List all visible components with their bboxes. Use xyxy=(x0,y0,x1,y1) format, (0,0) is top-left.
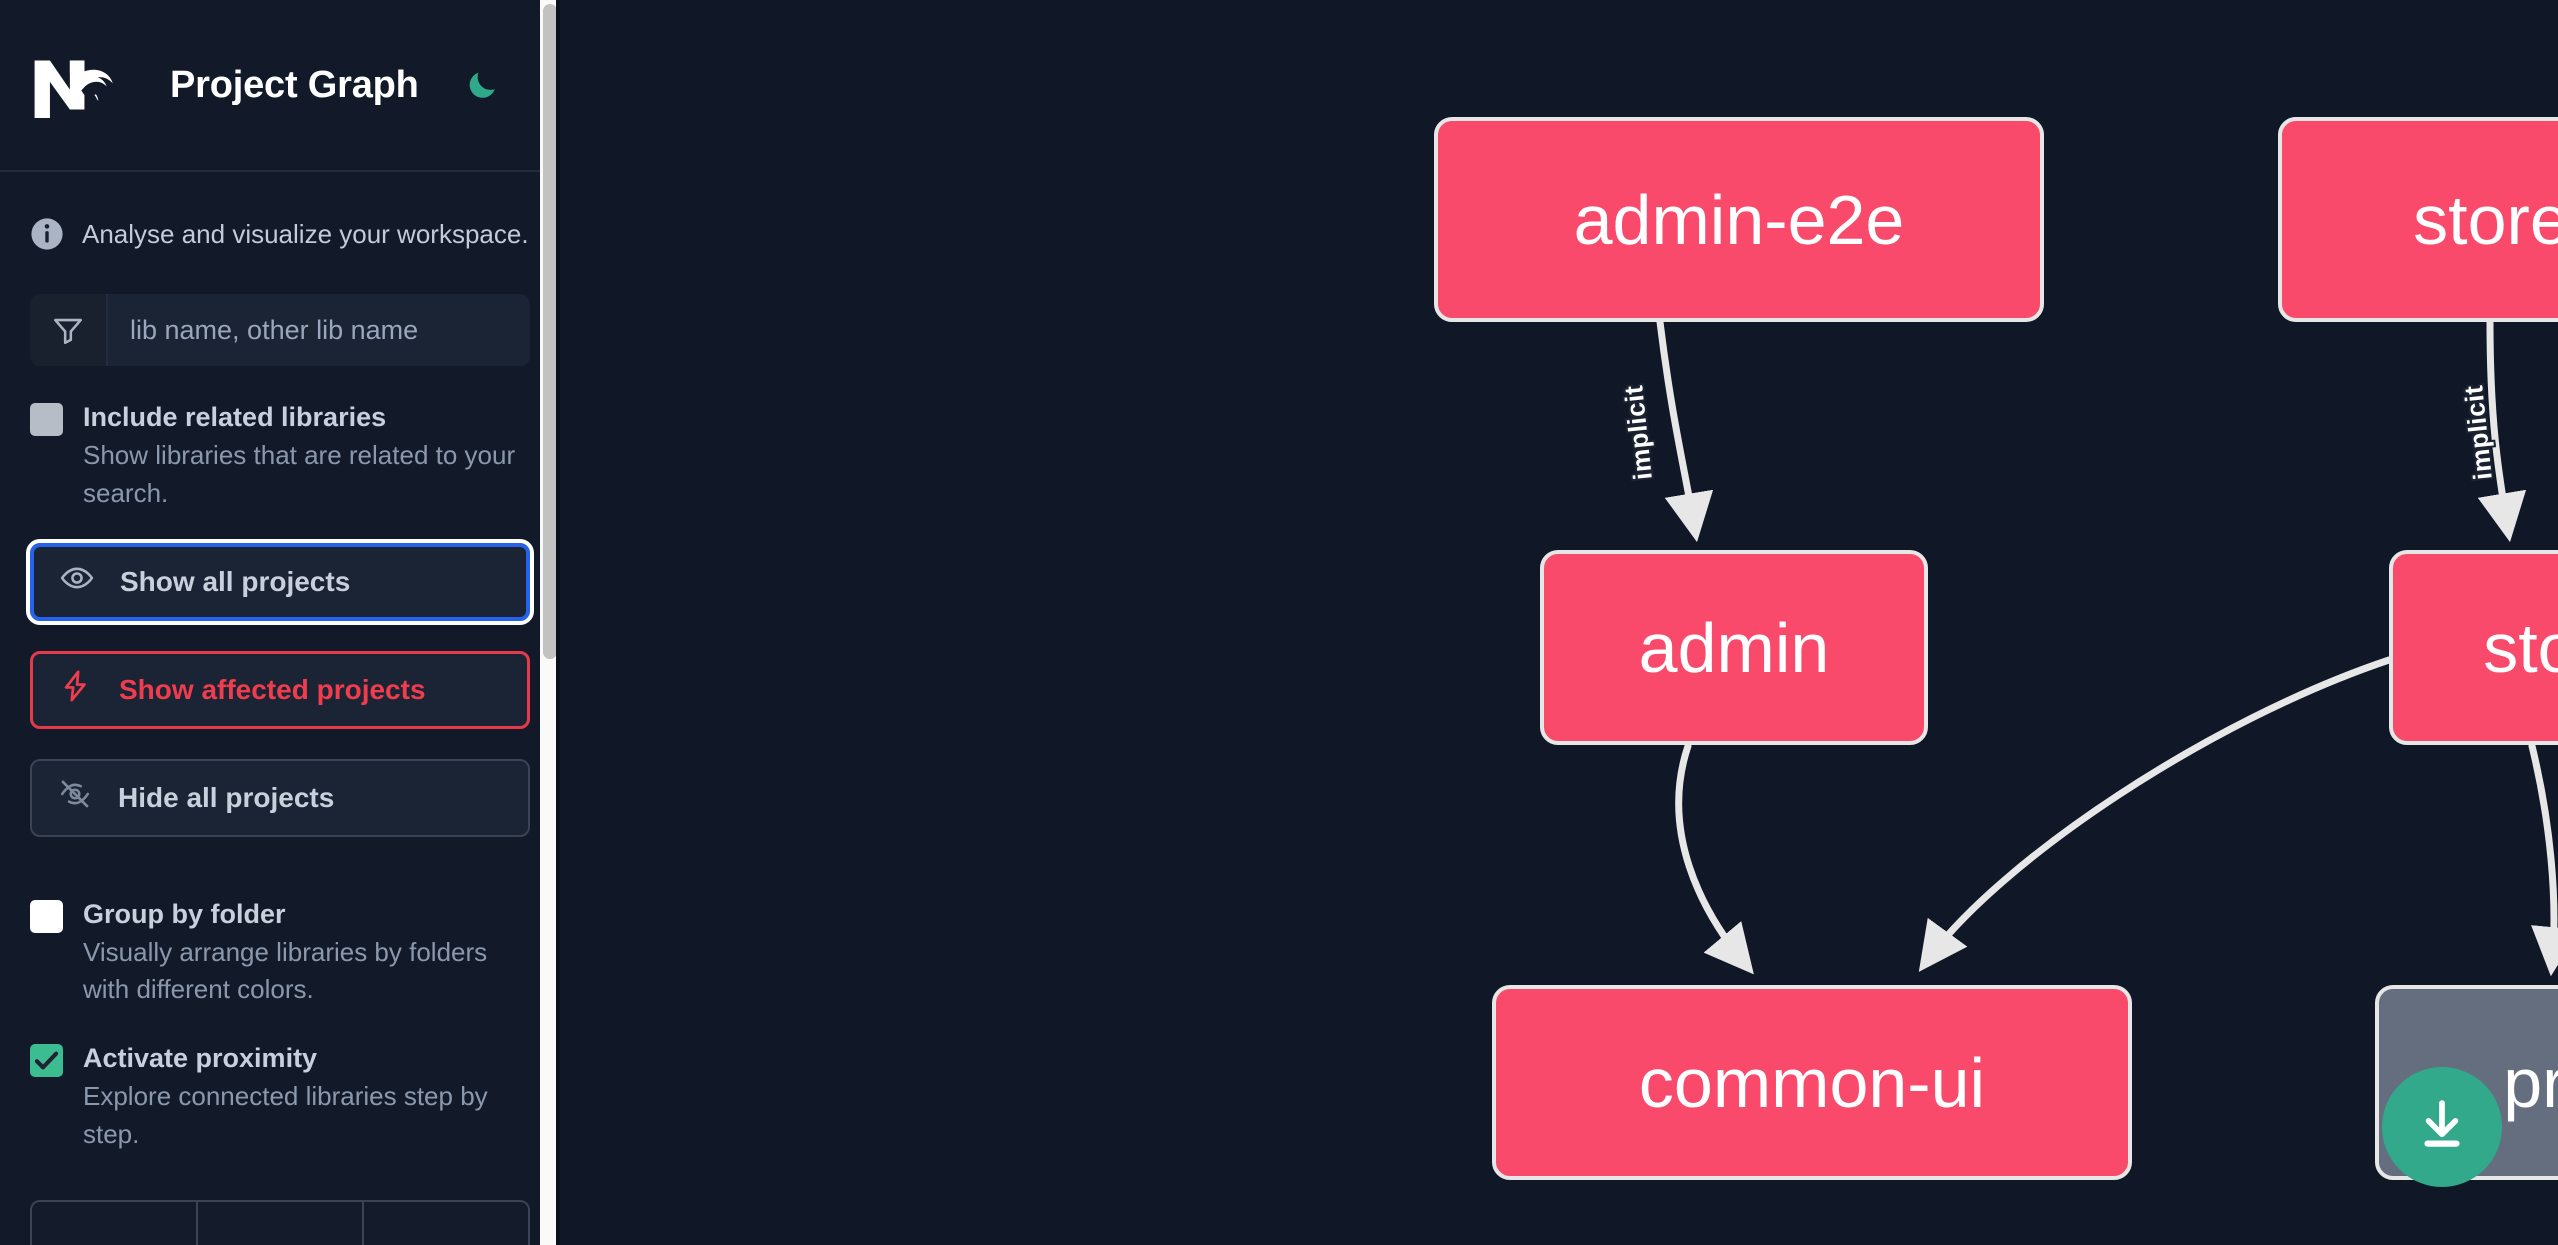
download-graph-button[interactable] xyxy=(2382,1067,2502,1187)
sidebar-scrollbar-track[interactable] xyxy=(540,0,560,1245)
filter-funnel-icon xyxy=(30,294,108,366)
edge-admin-to-common-ui xyxy=(1675,742,1754,975)
checkbox-row-group-by-folder[interactable]: Group by folder Visually arrange librari… xyxy=(30,895,530,1010)
eye-icon xyxy=(60,561,94,602)
hide-all-projects-label: Hide all projects xyxy=(118,781,335,813)
include-related-libraries-checkbox[interactable] xyxy=(30,403,63,436)
show-all-projects-label: Show all projects xyxy=(120,565,351,597)
graph-node-label: admin-e2e xyxy=(1573,180,1905,259)
graph-node-label: store xyxy=(2483,608,2558,687)
edge-store-to-common-ui xyxy=(1918,656,2393,972)
graph-edges-layer xyxy=(1656,318,2558,977)
include-related-libraries-description: Show libraries that are related to your … xyxy=(83,440,516,508)
info-text: Analyse and visualize your workspace. xyxy=(82,218,529,249)
proximity-stepper-value[interactable] xyxy=(198,1201,364,1245)
sidebar-divider xyxy=(556,0,560,1245)
proximity-stepper-group[interactable] xyxy=(30,1199,530,1245)
hide-all-projects-button[interactable]: Hide all projects xyxy=(30,758,530,837)
graph-node-label: common-ui xyxy=(1638,1043,1986,1122)
show-affected-projects-button[interactable]: Show affected projects xyxy=(30,650,530,729)
info-circle-icon xyxy=(30,217,64,251)
sidebar-header: Project Graph xyxy=(0,0,560,172)
sidebar: Project Graph xyxy=(0,0,560,1245)
graph-node-admin[interactable]: admin xyxy=(1540,550,1928,745)
page-title: Project Graph xyxy=(170,63,419,106)
proximity-stepper-decrease[interactable] xyxy=(32,1201,198,1245)
edge-store-to-products xyxy=(2528,742,2558,977)
show-affected-projects-label: Show affected projects xyxy=(119,673,426,705)
checkbox-row-include-related-libraries[interactable]: Include related libraries Show libraries… xyxy=(30,398,530,513)
eye-off-icon xyxy=(58,777,92,818)
graph-node-common-ui[interactable]: common-ui xyxy=(1492,985,2132,1180)
graph-node-label: store-e2e xyxy=(2413,180,2558,259)
graph-node-label: admin xyxy=(1638,608,1830,687)
proximity-stepper-increase[interactable] xyxy=(364,1201,528,1245)
sidebar-scrollbar-thumb[interactable] xyxy=(543,4,557,659)
download-icon xyxy=(2411,1094,2473,1161)
graph-node-store-e2e[interactable]: store-e2e xyxy=(2278,117,2558,322)
group-by-folder-description: Visually arrange libraries by folders wi… xyxy=(83,936,488,1005)
project-graph-canvas[interactable]: admin-e2e store-e2e admin store common-u… xyxy=(560,0,2558,1245)
group-by-folder-label: Group by folder xyxy=(83,898,286,929)
nx-logo-icon xyxy=(30,52,122,125)
include-related-libraries-label: Include related libraries xyxy=(83,402,387,432)
moon-icon[interactable] xyxy=(461,64,503,106)
sidebar-scroll-region[interactable]: Project Graph xyxy=(0,0,560,1245)
search-field[interactable] xyxy=(30,294,530,366)
info-banner: Analyse and visualize your workspace. xyxy=(30,172,530,258)
graph-node-store[interactable]: store xyxy=(2389,550,2558,745)
activate-proximity-checkbox[interactable] xyxy=(30,1044,63,1078)
lightning-bolt-icon xyxy=(59,669,93,710)
edge-admin-e2e-to-admin xyxy=(1656,318,1714,543)
search-input[interactable] xyxy=(108,294,530,366)
checkbox-row-activate-proximity[interactable]: Activate proximity Explore connected lib… xyxy=(30,1039,530,1154)
edge-store-e2e-to-store xyxy=(2477,318,2527,543)
activate-proximity-description: Explore connected libraries step by step… xyxy=(83,1081,488,1149)
sidebar-body: Analyse and visualize your workspace. xyxy=(0,172,560,1245)
graph-node-admin-e2e[interactable]: admin-e2e xyxy=(1434,117,2044,322)
graph-node-label: products xyxy=(2503,1043,2558,1122)
group-by-folder-checkbox[interactable] xyxy=(30,899,63,933)
show-all-projects-button[interactable]: Show all projects xyxy=(26,538,534,625)
activate-proximity-label: Activate proximity xyxy=(83,1043,318,1074)
